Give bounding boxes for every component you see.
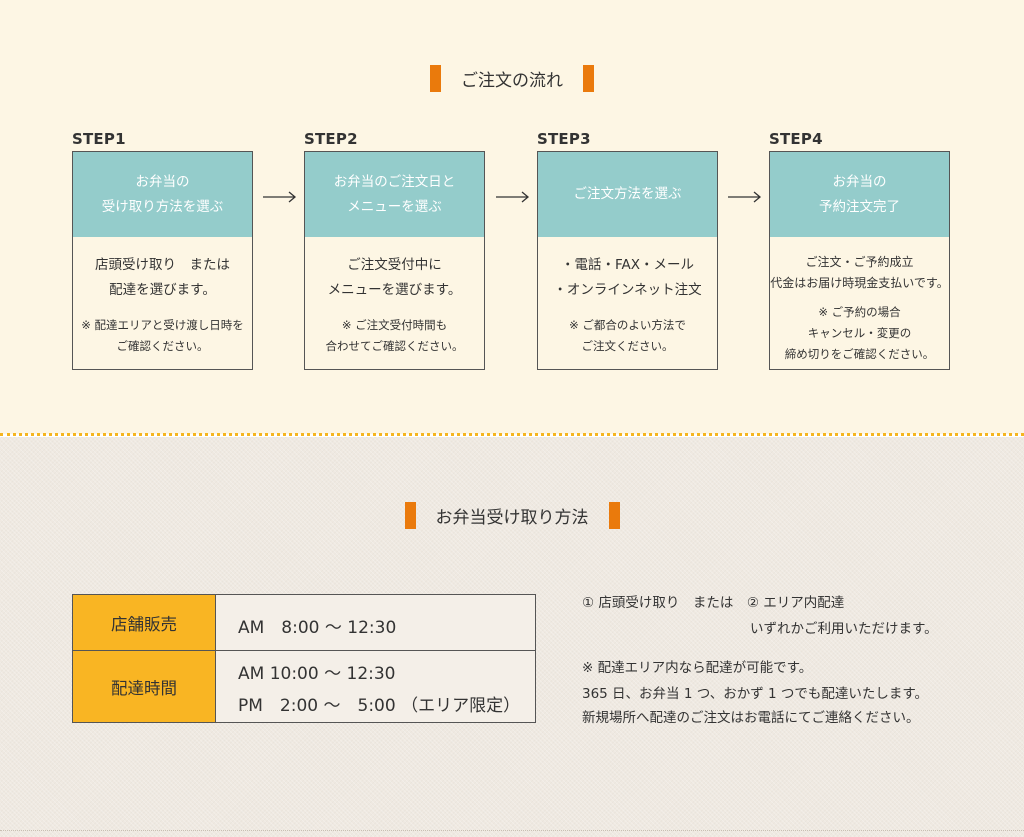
step-1-note: ※ 配達エリアと受け渡し日時を ご確認ください。 <box>81 318 244 353</box>
delivery-time-header: 配達時間 <box>73 651 216 722</box>
step-1-card: お弁当の 受け取り方法を選ぶ 店頭受け取り または 配達を選びます。 ※ 配達エ… <box>72 151 253 370</box>
step-4-label: STEP4 <box>769 130 823 148</box>
store-sales-hours: AM 8:00 ～ 12:30 <box>238 618 397 638</box>
step-1-label: STEP1 <box>72 130 126 148</box>
arrow-right-icon <box>263 191 297 203</box>
step-4-heading: お弁当の 予約注文完了 <box>770 152 949 237</box>
store-sales-header: 店舗販売 <box>73 595 216 650</box>
title-bar-left <box>430 65 441 92</box>
step-1-description: 店頭受け取り または 配達を選びます。 <box>95 257 230 298</box>
table-row: 店舗販売 AM 8:00 ～ 12:30 <box>73 595 535 651</box>
delivery-hours-am: AM 10:00 ～ 12:30 <box>238 664 396 684</box>
arrow-right-icon <box>728 191 762 203</box>
step-1-heading: お弁当の 受け取り方法を選ぶ <box>73 152 252 237</box>
table-row: 配達時間 AM 10:00 ～ 12:30 PM 2:00 ～ 5:00 （エリ… <box>73 651 535 722</box>
delivery-area-note: ※ 配達エリア内なら配達が可能です。 <box>582 660 813 676</box>
order-flow-title: ご注文の流れ <box>461 71 563 91</box>
title-bar-right <box>608 502 620 529</box>
step-3-label: STEP3 <box>537 130 591 148</box>
arrow-right-icon <box>496 191 530 203</box>
delivery-hours-pm: PM 2:00 ～ 5:00 （エリア限定） <box>238 696 521 716</box>
step-3-card: ご注文方法を選ぶ ・電話・FAX・メール ・オンラインネット注文 ※ ご都合のよ… <box>537 151 718 370</box>
step-3-description: ・電話・FAX・メール ・オンラインネット注文 <box>553 257 702 298</box>
step-4-card: お弁当の 予約注文完了 ご注文・ご予約成立 代金はお届け時現金支払いです。 ※ … <box>769 151 950 370</box>
pickup-heading: お弁当受け取り方法 <box>0 502 1024 529</box>
pickup-options-note: いずれかご利用いただけます。 <box>750 621 938 637</box>
step-2-description: ご注文受付中に メニューを選びます。 <box>327 257 462 298</box>
step-4-note: ※ ご予約の場合 キャンセル・変更の 締め切りをご確認ください。 <box>784 305 935 361</box>
delivery-daily-note: 365 日、お弁当 1 つ、おかず 1 つでも配達いたします。 <box>582 686 929 702</box>
title-bar-left <box>404 502 416 529</box>
pickup-title: お弁当受け取り方法 <box>435 508 589 528</box>
step-3-note: ※ ご都合のよい方法で ご注文ください。 <box>569 318 686 353</box>
bottom-dotted-line <box>0 830 1024 831</box>
step-2-card: お弁当のご注文日と メニューを選ぶ ご注文受付中に メニューを選びます。 ※ ご… <box>304 151 485 370</box>
step-2-note: ※ ご注文受付時間も 合わせてご確認ください。 <box>325 318 464 353</box>
step-2-label: STEP2 <box>304 130 358 148</box>
step-3-heading: ご注文方法を選ぶ <box>538 152 717 237</box>
step-2-heading: お弁当のご注文日と メニューを選ぶ <box>305 152 484 237</box>
new-location-note: 新規場所へ配達のご注文はお電話にてご連絡ください。 <box>582 710 920 726</box>
step-4-description: ご注文・ご予約成立 代金はお届け時現金支払いです。 <box>770 255 949 290</box>
dotted-divider <box>0 433 1024 436</box>
order-flow-heading: ご注文の流れ <box>0 65 1024 92</box>
title-bar-right <box>583 65 594 92</box>
pickup-hours-table: 店舗販売 AM 8:00 ～ 12:30 配達時間 AM 10:00 ～ 12:… <box>72 594 536 723</box>
pickup-options-text: ① 店頭受け取り または ② エリア内配達 <box>582 595 845 611</box>
